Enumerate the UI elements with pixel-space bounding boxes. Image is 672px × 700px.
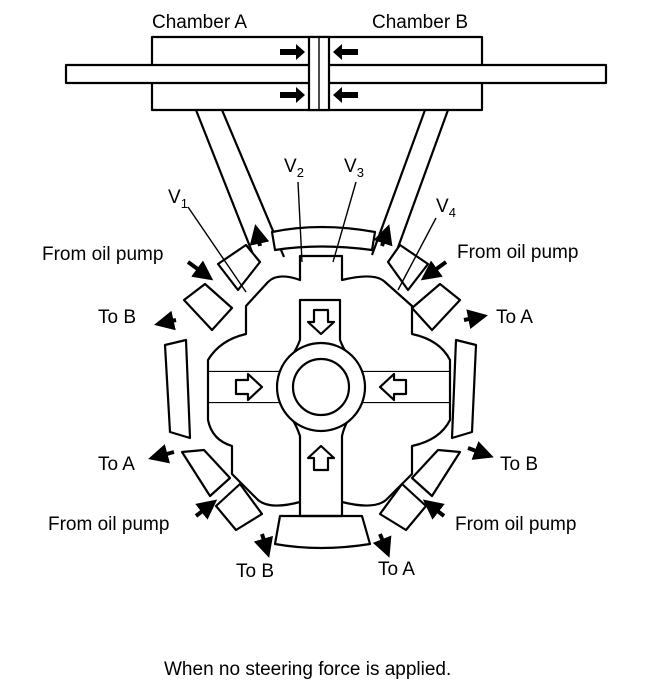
to-a-bottom-arrow-icon [372,533,392,558]
from-pump-top-right-label: From oil pump [457,242,578,263]
chamber-b-label: Chamber B [372,12,468,33]
to-chamber-a-arrow-icon [249,224,270,247]
chamber-a-label: Chamber A [152,12,247,33]
flow-down-arrow-icon [306,308,336,336]
to-chamber-b-arrow-icon [373,224,393,247]
to-b-bottom-arrow-icon [253,533,273,558]
from-pump-tr-arrow-icon [420,260,448,281]
diagram-caption: When no steering force is applied. [164,659,451,680]
flow-right-arrow-icon [234,372,264,402]
chamber-b-lower-arrow-icon [333,87,358,103]
to-a-upper-right-label: To A [496,307,533,328]
from-pump-tl-arrow-icon [186,260,214,281]
chamber-a-upper-arrow-icon [280,44,305,60]
from-pump-top-left-label: From oil pump [42,244,163,265]
to-b-bottom-label: To B [236,561,274,582]
to-a-ll-arrow-icon [148,444,175,464]
valve-v1-label: V1 [168,187,188,211]
from-pump-bottom-right-label: From oil pump [455,514,576,535]
to-b-upper-left-label: To B [98,307,136,328]
to-b-lr-arrow-icon [467,441,494,460]
valve-v3-label: V3 [344,156,364,180]
valve-v4-label: V4 [436,196,456,220]
flow-left-arrow-icon [378,372,408,402]
valve-v2-label: V2 [284,156,304,180]
from-pump-bottom-left-label: From oil pump [48,514,169,535]
power-cylinder [64,35,608,112]
from-pump-bl-arrow-icon [194,499,218,520]
chamber-b-upper-arrow-icon [333,44,358,60]
port-arrows [148,224,494,558]
valve-housing [163,225,478,550]
from-pump-br-arrow-icon [422,499,446,520]
to-b-ul-arrow-icon [154,310,177,331]
to-a-lower-left-label: To A [98,454,135,475]
rotary-valve [206,254,452,518]
chamber-a-lower-arrow-icon [280,87,305,103]
to-a-bottom-label: To A [378,559,415,580]
to-a-ur-arrow-icon [463,309,488,329]
valve-leaders [187,181,437,293]
flow-up-arrow-icon [306,444,336,472]
to-b-lower-right-label: To B [500,454,538,475]
